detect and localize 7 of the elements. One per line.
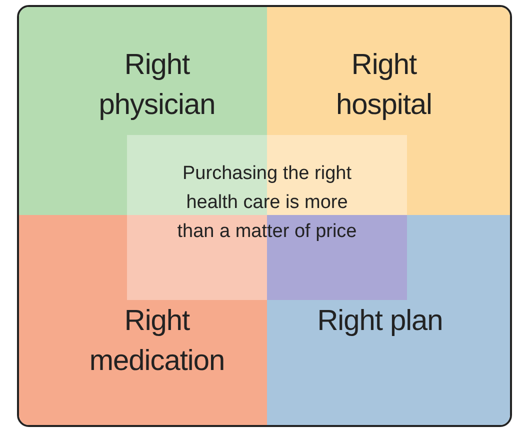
quadrant-label: Right plan — [316, 304, 444, 339]
center-overlay — [127, 135, 407, 300]
quadrant-label: Right medication — [88, 304, 226, 379]
quadrant-label: Right hospital — [335, 48, 433, 123]
diagram-frame — [17, 5, 512, 427]
center-statement: Purchasing the right health care is more than a matter of price — [176, 162, 358, 244]
quadrant-label: Right physician — [98, 48, 216, 123]
